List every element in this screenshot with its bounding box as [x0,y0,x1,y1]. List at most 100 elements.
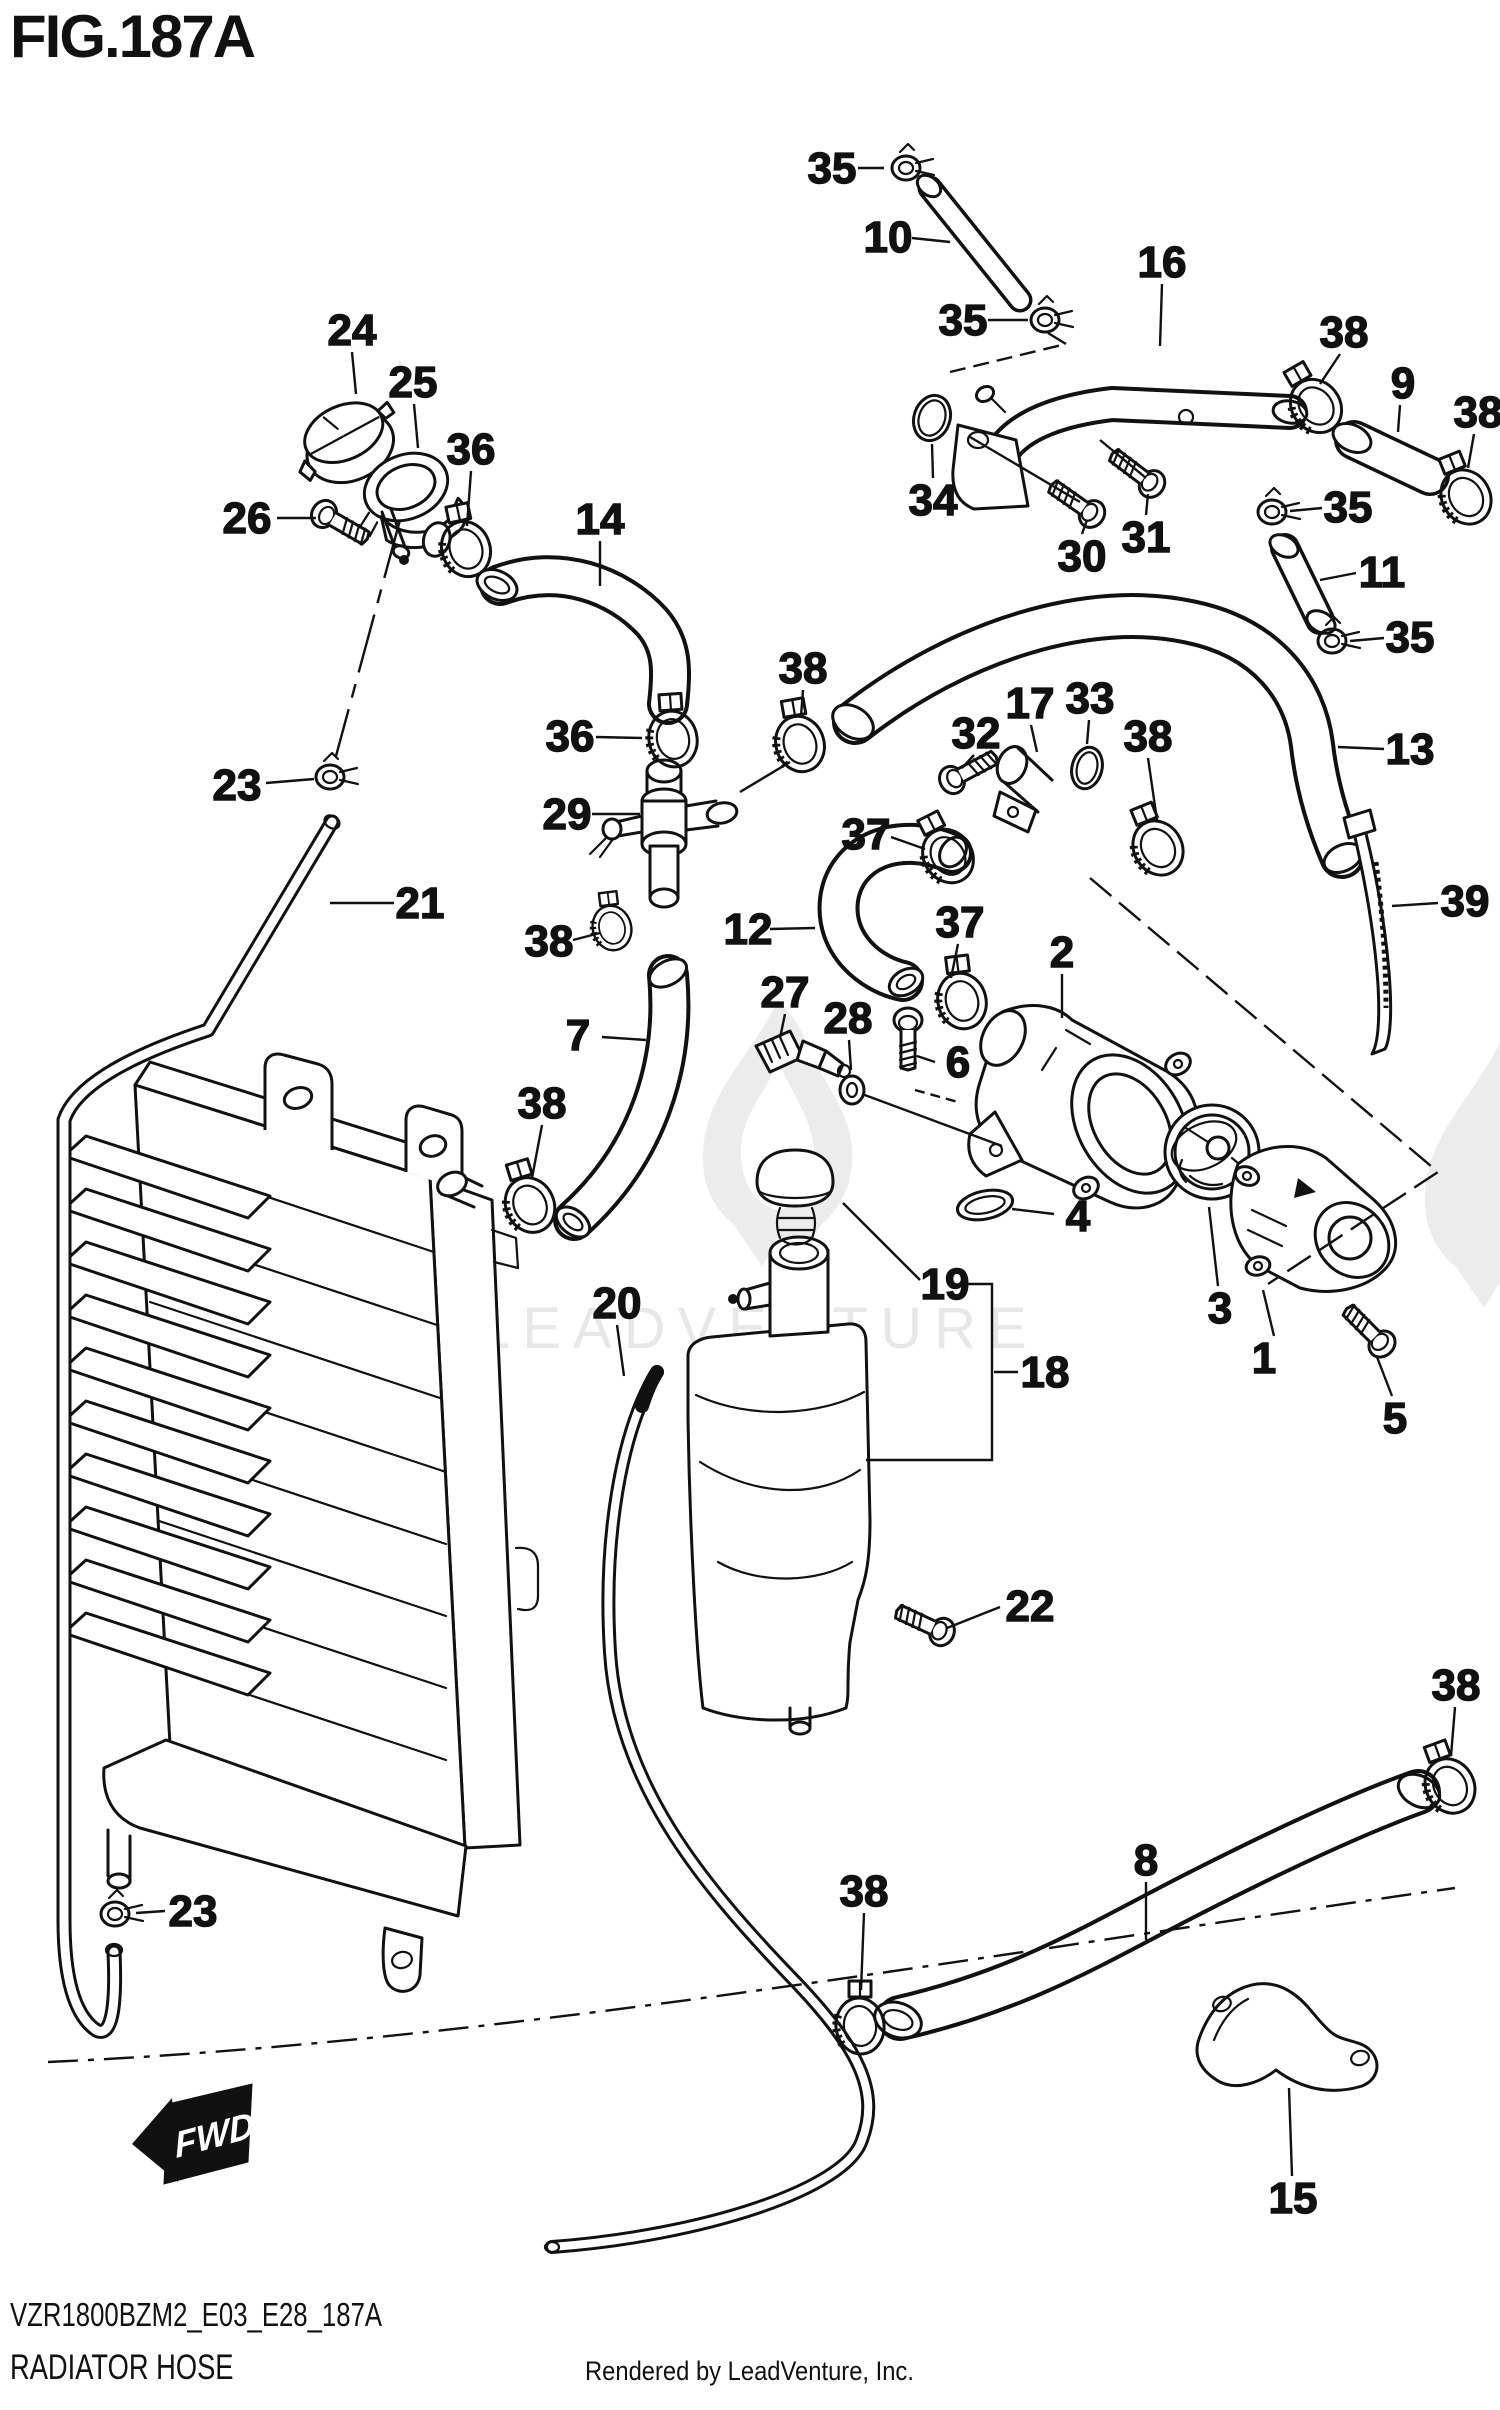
callout-37: 37 [936,898,985,947]
radiator-hatch-line [148,1516,448,1618]
union-valve-29 [588,758,739,909]
callout-leader-23 [135,1909,166,1915]
radiator-fin [62,1505,272,1591]
hose-10 [915,173,1033,313]
hose-bracket-15 [1195,1982,1379,2092]
callout-38: 38 [1432,1661,1481,1710]
callout-leader-19 [842,1202,921,1281]
radiator-mount-tab [263,1052,334,1150]
hose-12 [817,822,973,1002]
thermostat-gasket-4 [955,1188,1015,1222]
callout-leader-4 [1011,1207,1055,1216]
callout-30: 30 [1058,532,1107,581]
callout-22: 22 [1006,1582,1055,1631]
callout-leader-39 [1391,901,1439,908]
wire-clip-23 [99,1888,145,1928]
callout-7: 7 [566,1011,590,1060]
callout-leader-28 [847,1039,853,1071]
callout-13: 13 [1386,725,1435,774]
callout-2: 2 [1050,928,1074,977]
hose-clamp-38 [489,1153,564,1240]
callout-35: 35 [939,296,988,345]
callout-leader-34 [930,443,935,479]
callout-leader-10 [911,236,951,244]
o-ring-33 [1070,745,1104,791]
callout-3: 3 [1208,1284,1232,1333]
radiator-fin [62,1611,272,1697]
callout-38: 38 [518,1079,567,1128]
callout-leader-38 [572,931,601,942]
radiator-cap-24 [298,400,396,485]
callout-36: 36 [447,425,496,474]
wire-clip-35 [1256,486,1302,526]
callout-32: 32 [952,709,1001,758]
callout-37: 37 [842,810,891,859]
radiator-mount-tab [404,1104,464,1190]
callout-leader-1 [1261,1289,1276,1337]
callout-29: 29 [543,790,592,839]
callout-leader-11 [1319,571,1357,582]
o-ring-34 [911,393,953,443]
hose-20 [543,1365,876,2254]
callout-leader-16 [1158,283,1164,347]
callout-20: 20 [593,1279,642,1328]
callout-14: 14 [576,495,625,544]
callout-leader-24 [350,351,358,395]
bolt-6 [892,1006,924,1072]
callout-28: 28 [824,994,873,1043]
callout-38: 38 [779,644,828,693]
radiator-fin [62,1346,272,1432]
callout-leader-27 [778,1013,787,1039]
callout-leader-13 [1337,745,1385,751]
callout-leader-38 [859,1912,866,1991]
callout-35: 35 [1324,483,1373,532]
hose-clamp-38 [763,693,832,778]
cable-tie-39 [1342,808,1393,1056]
callout-leader-38 [799,689,805,717]
callout-10: 10 [864,213,913,262]
radiator-illustration [62,1052,540,1993]
callout-4: 4 [1066,1192,1091,1241]
callout-31: 31 [1122,513,1171,562]
callout-38: 38 [1454,388,1500,437]
callout-leader-15 [1287,2087,1294,2177]
radiator-fin [62,1399,272,1485]
callout-leader-36 [465,470,473,527]
callout-leader-30 [1080,519,1089,535]
thermostat-case-2 [967,1004,1199,1210]
callout-21: 21 [396,879,445,928]
radiator-fin [62,1293,272,1379]
washer-28 [838,1074,866,1106]
callout-5: 5 [1383,1394,1407,1443]
hose-13 [831,593,1365,879]
callout-19: 19 [921,1260,970,1309]
figure-title: FIG.187A [10,3,256,70]
radiator-fin [62,1187,272,1273]
leadventure-flame-icon-right [1424,1042,1500,1308]
hose-11 [1268,533,1337,635]
callout-leader-5 [1375,1356,1394,1397]
callout-leader-37 [890,835,926,851]
bolt-26 [305,494,376,553]
reserve-tank-illustration [686,1148,872,1736]
callout-6: 6 [946,1038,970,1087]
reserve-tank-cap [755,1148,835,1246]
thermostat-cap-1 [1229,1145,1398,1293]
callout-25: 25 [389,358,438,407]
callout-leader-6 [916,1054,936,1064]
callout-leader-36 [595,735,643,740]
fwd-direction-sign: FWD [132,2083,256,2185]
callout-12: 12 [724,905,773,954]
figure-name: RADIATOR HOSE [10,2348,234,2387]
callout-33: 33 [1066,674,1115,723]
callout-leader-25 [412,403,420,449]
callout-17: 17 [1006,679,1055,728]
callout-leader-38 [530,1124,544,1179]
callout-leader-38 [1466,433,1476,469]
bolt-5 [1335,1297,1402,1364]
callout-18: 18 [1021,1348,1070,1397]
callout-27: 27 [761,968,810,1017]
